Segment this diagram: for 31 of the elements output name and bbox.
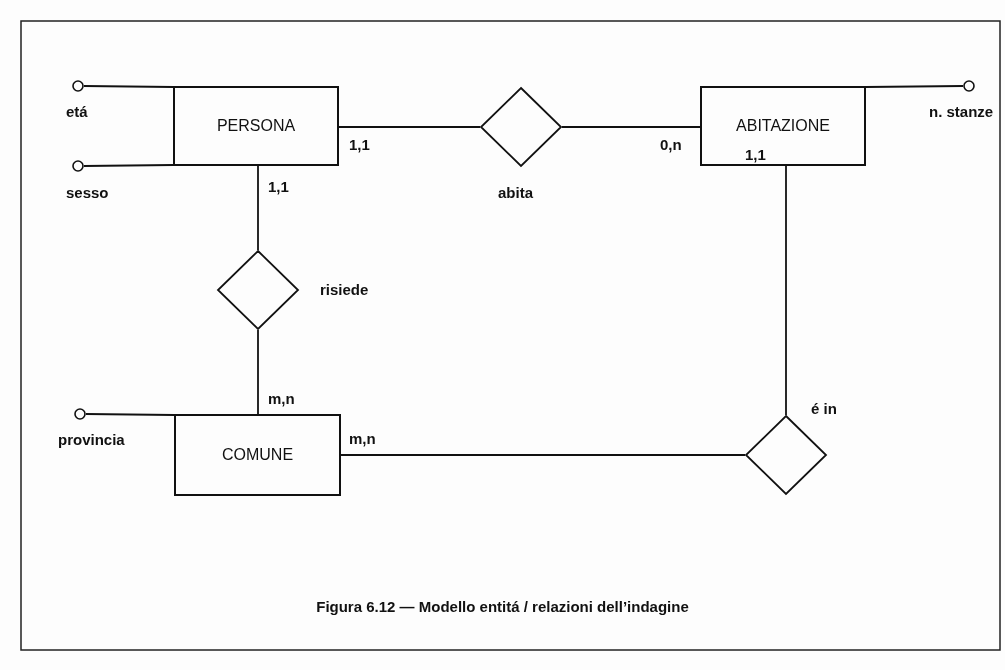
entity-box: COMUNE: [174, 414, 341, 496]
connector-line: [83, 85, 174, 88]
relationship-diamond: [217, 250, 299, 330]
attribute-circle: [963, 80, 975, 92]
attribute-circle: [72, 80, 84, 92]
cardinality-label: 0,n: [659, 137, 683, 154]
cardinality-label: 1,1: [348, 137, 371, 154]
connector-line: [338, 126, 481, 128]
attribute-label: provincia: [58, 432, 125, 449]
connector-line: [83, 164, 174, 167]
attribute-label: etá: [66, 104, 88, 121]
relationship-label: risiede: [320, 282, 369, 299]
connector-line: [785, 165, 787, 416]
attribute-label: sesso: [66, 185, 109, 202]
relationship-label: é in: [811, 401, 837, 418]
connector-line: [561, 126, 701, 128]
relationship-diamond: [480, 87, 562, 167]
connector-line: [257, 329, 259, 415]
entity-box: PERSONA: [173, 86, 339, 166]
attribute-label: n. stanze: [929, 104, 994, 121]
attribute-circle: [74, 408, 86, 420]
connector-line: [865, 85, 964, 88]
attribute-circle: [72, 160, 84, 172]
cardinality-label: 1,1: [744, 147, 767, 164]
relationship-label: abita: [498, 185, 533, 202]
relationship-diamond: [745, 415, 827, 495]
figure-caption: Figura 6.12 — Modello entitá / relazioni dell’indagine: [315, 598, 690, 615]
cardinality-label: 1,1: [267, 179, 290, 196]
connector-line: [85, 413, 175, 416]
connector-line: [257, 165, 259, 251]
connector-line: [340, 454, 746, 456]
